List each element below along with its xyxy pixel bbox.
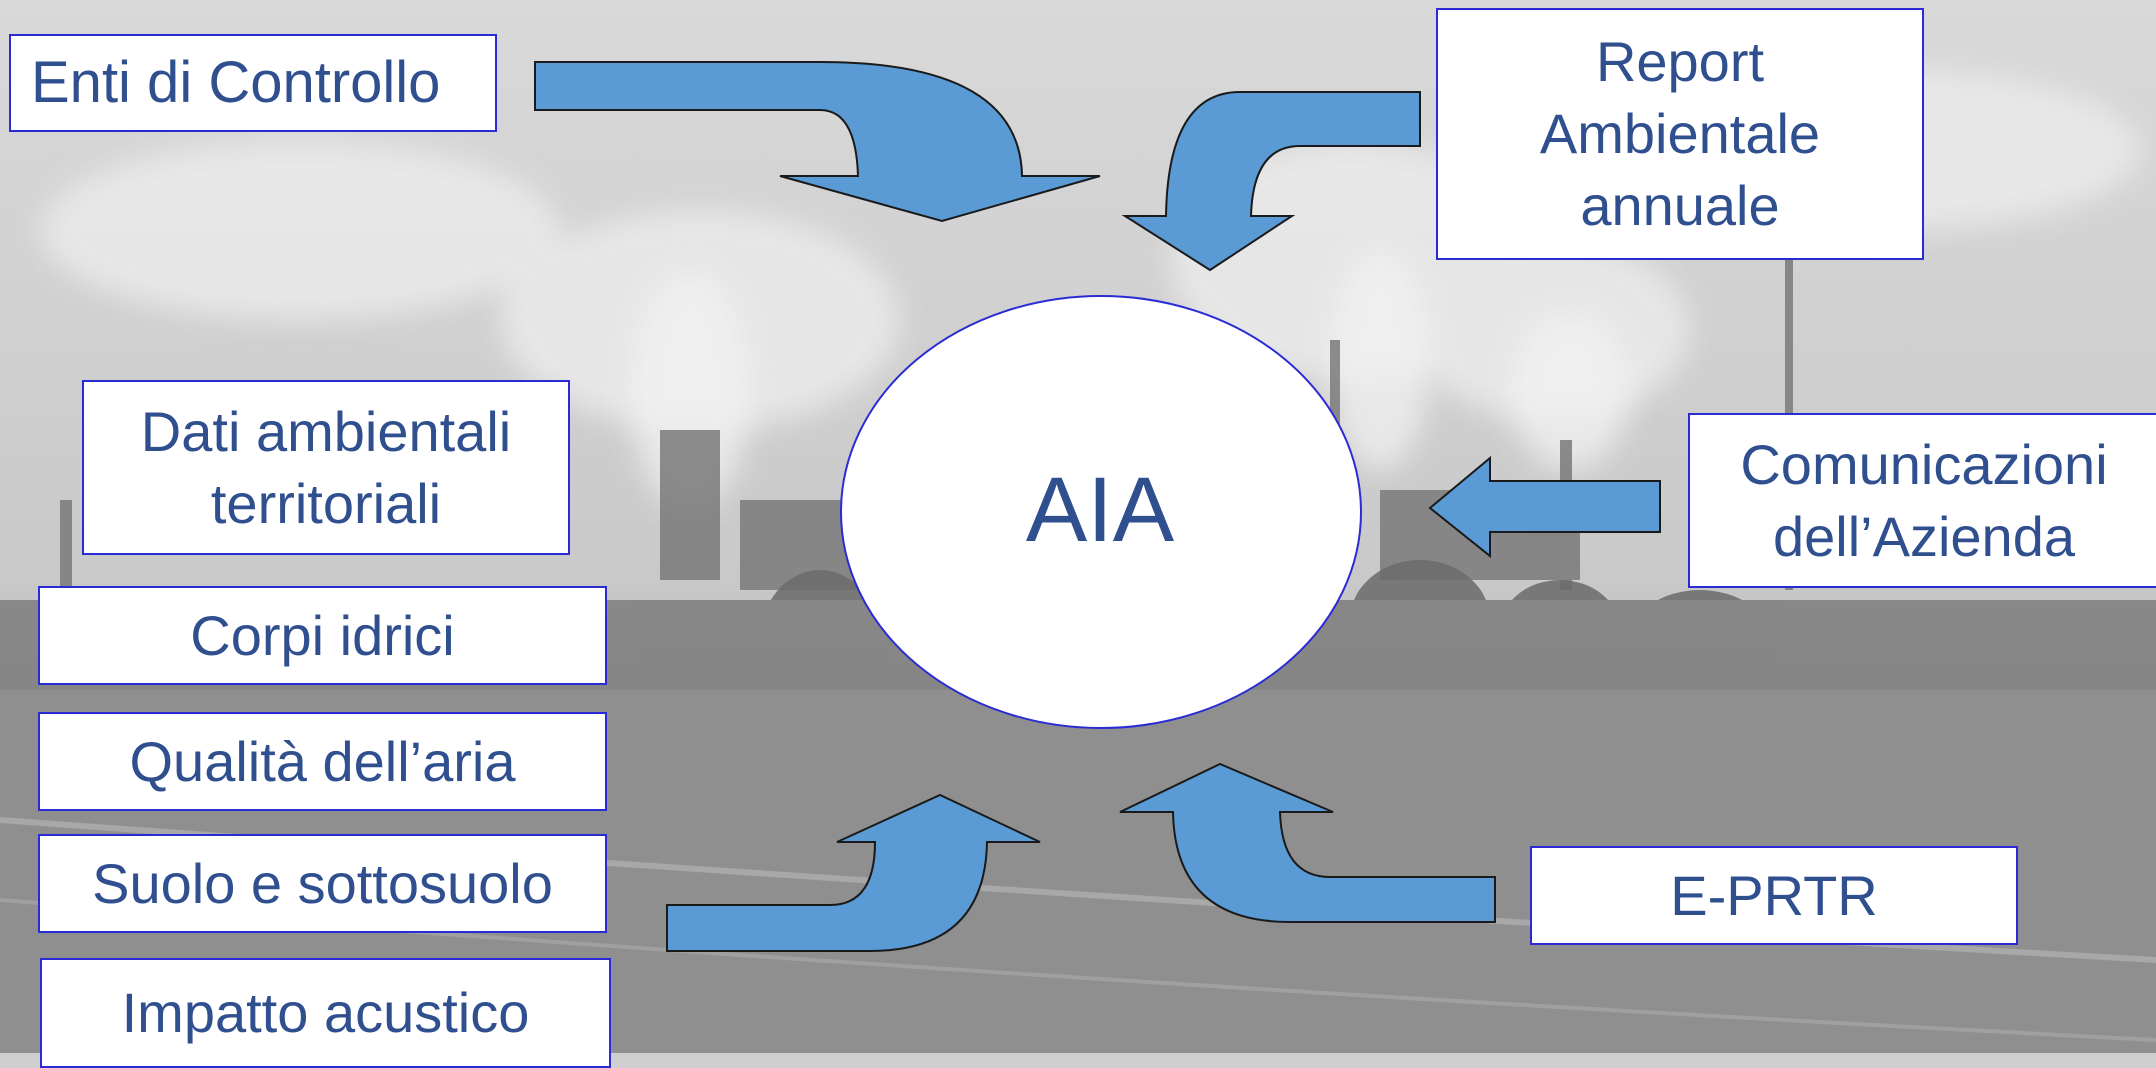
arrow-enti-to-aia — [534, 61, 1101, 223]
arrow-comunicazioni-to-aia — [1428, 455, 1661, 559]
aia-label: AIA — [1025, 458, 1175, 561]
arrow-data-to-aia — [666, 793, 1041, 952]
box-enti-di-controllo: Enti di Controllo — [9, 34, 497, 132]
box-e-prtr: E-PRTR — [1530, 846, 2018, 945]
box-dati-label: Dati ambientali territoriali — [140, 399, 512, 535]
box-dati-ambientali: Dati ambientali territoriali — [82, 380, 570, 555]
box-enti-label: Enti di Controllo — [31, 49, 441, 115]
box-comunicazioni: Comunicazioni dell’Azienda — [1688, 413, 2156, 588]
box-qualita-label: Qualità dell’aria — [129, 729, 516, 793]
box-suolo-sottosuolo: Suolo e sottosuolo — [38, 834, 607, 933]
box-corpi-idrici: Corpi idrici — [38, 586, 607, 685]
aia-ellipse — [840, 295, 1362, 729]
box-report-label: Report Ambientale annuale — [1539, 30, 1821, 237]
box-corpi-label: Corpi idrici — [190, 603, 455, 667]
box-report-ambientale: Report Ambientale annuale — [1436, 8, 1924, 260]
arrow-report-to-aia — [1121, 91, 1421, 272]
box-eprtr-label: E-PRTR — [1670, 863, 1878, 927]
arrow-eprtr-to-aia — [1119, 762, 1496, 923]
box-impatto-acustico: Impatto acustico — [40, 958, 611, 1068]
box-impatto-label: Impatto acustico — [121, 981, 530, 1045]
box-qualita-aria: Qualità dell’aria — [38, 712, 607, 811]
box-comunicazioni-label: Comunicazioni dell’Azienda — [1740, 432, 2108, 568]
box-suolo-label: Suolo e sottosuolo — [92, 851, 553, 915]
